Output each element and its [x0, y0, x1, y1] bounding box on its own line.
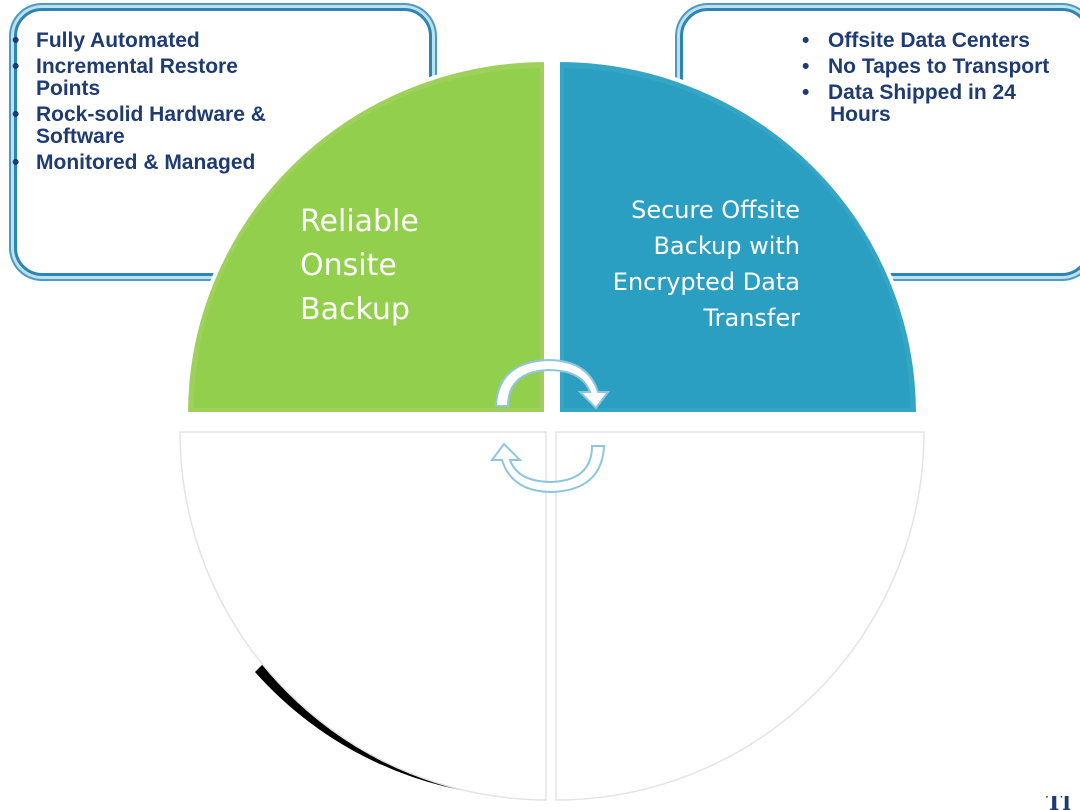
callout-item: •Rock-solid Hardware & Software: [12, 103, 266, 148]
quadrant-bottom-left: [179, 431, 547, 801]
logo-mark: Tl: [1046, 796, 1071, 810]
quadrant-label-offsite-backup: Secure Offsite Backup with Encrypted Dat…: [612, 196, 800, 332]
callout-item: •Incremental Restore Points: [12, 55, 238, 100]
callout-item: •Data Shipped in 24 Hours: [802, 81, 1016, 126]
callout-list-left: •Fully Automated •Incremental Restore Po…: [12, 29, 274, 178]
callout-item: •Offsite Data Centers: [802, 29, 1030, 52]
callout-item: •Fully Automated: [12, 29, 200, 52]
quadrant-label-onsite-backup: Reliable Onsite Backup: [300, 204, 419, 327]
callout-list-right: •Offsite Data Centers •No Tapes to Trans…: [802, 29, 1066, 130]
callout-item: •Monitored & Managed: [12, 151, 256, 174]
quadrant-top-left-inner: [194, 68, 540, 408]
curved-arrow-right-icon: [494, 358, 610, 410]
quadrant-bottom-right: [555, 431, 925, 801]
curved-arrow-left-icon: [490, 442, 606, 494]
callout-item: •No Tapes to Transport: [802, 55, 1050, 78]
quadrant-top-right-inner: [564, 68, 910, 408]
